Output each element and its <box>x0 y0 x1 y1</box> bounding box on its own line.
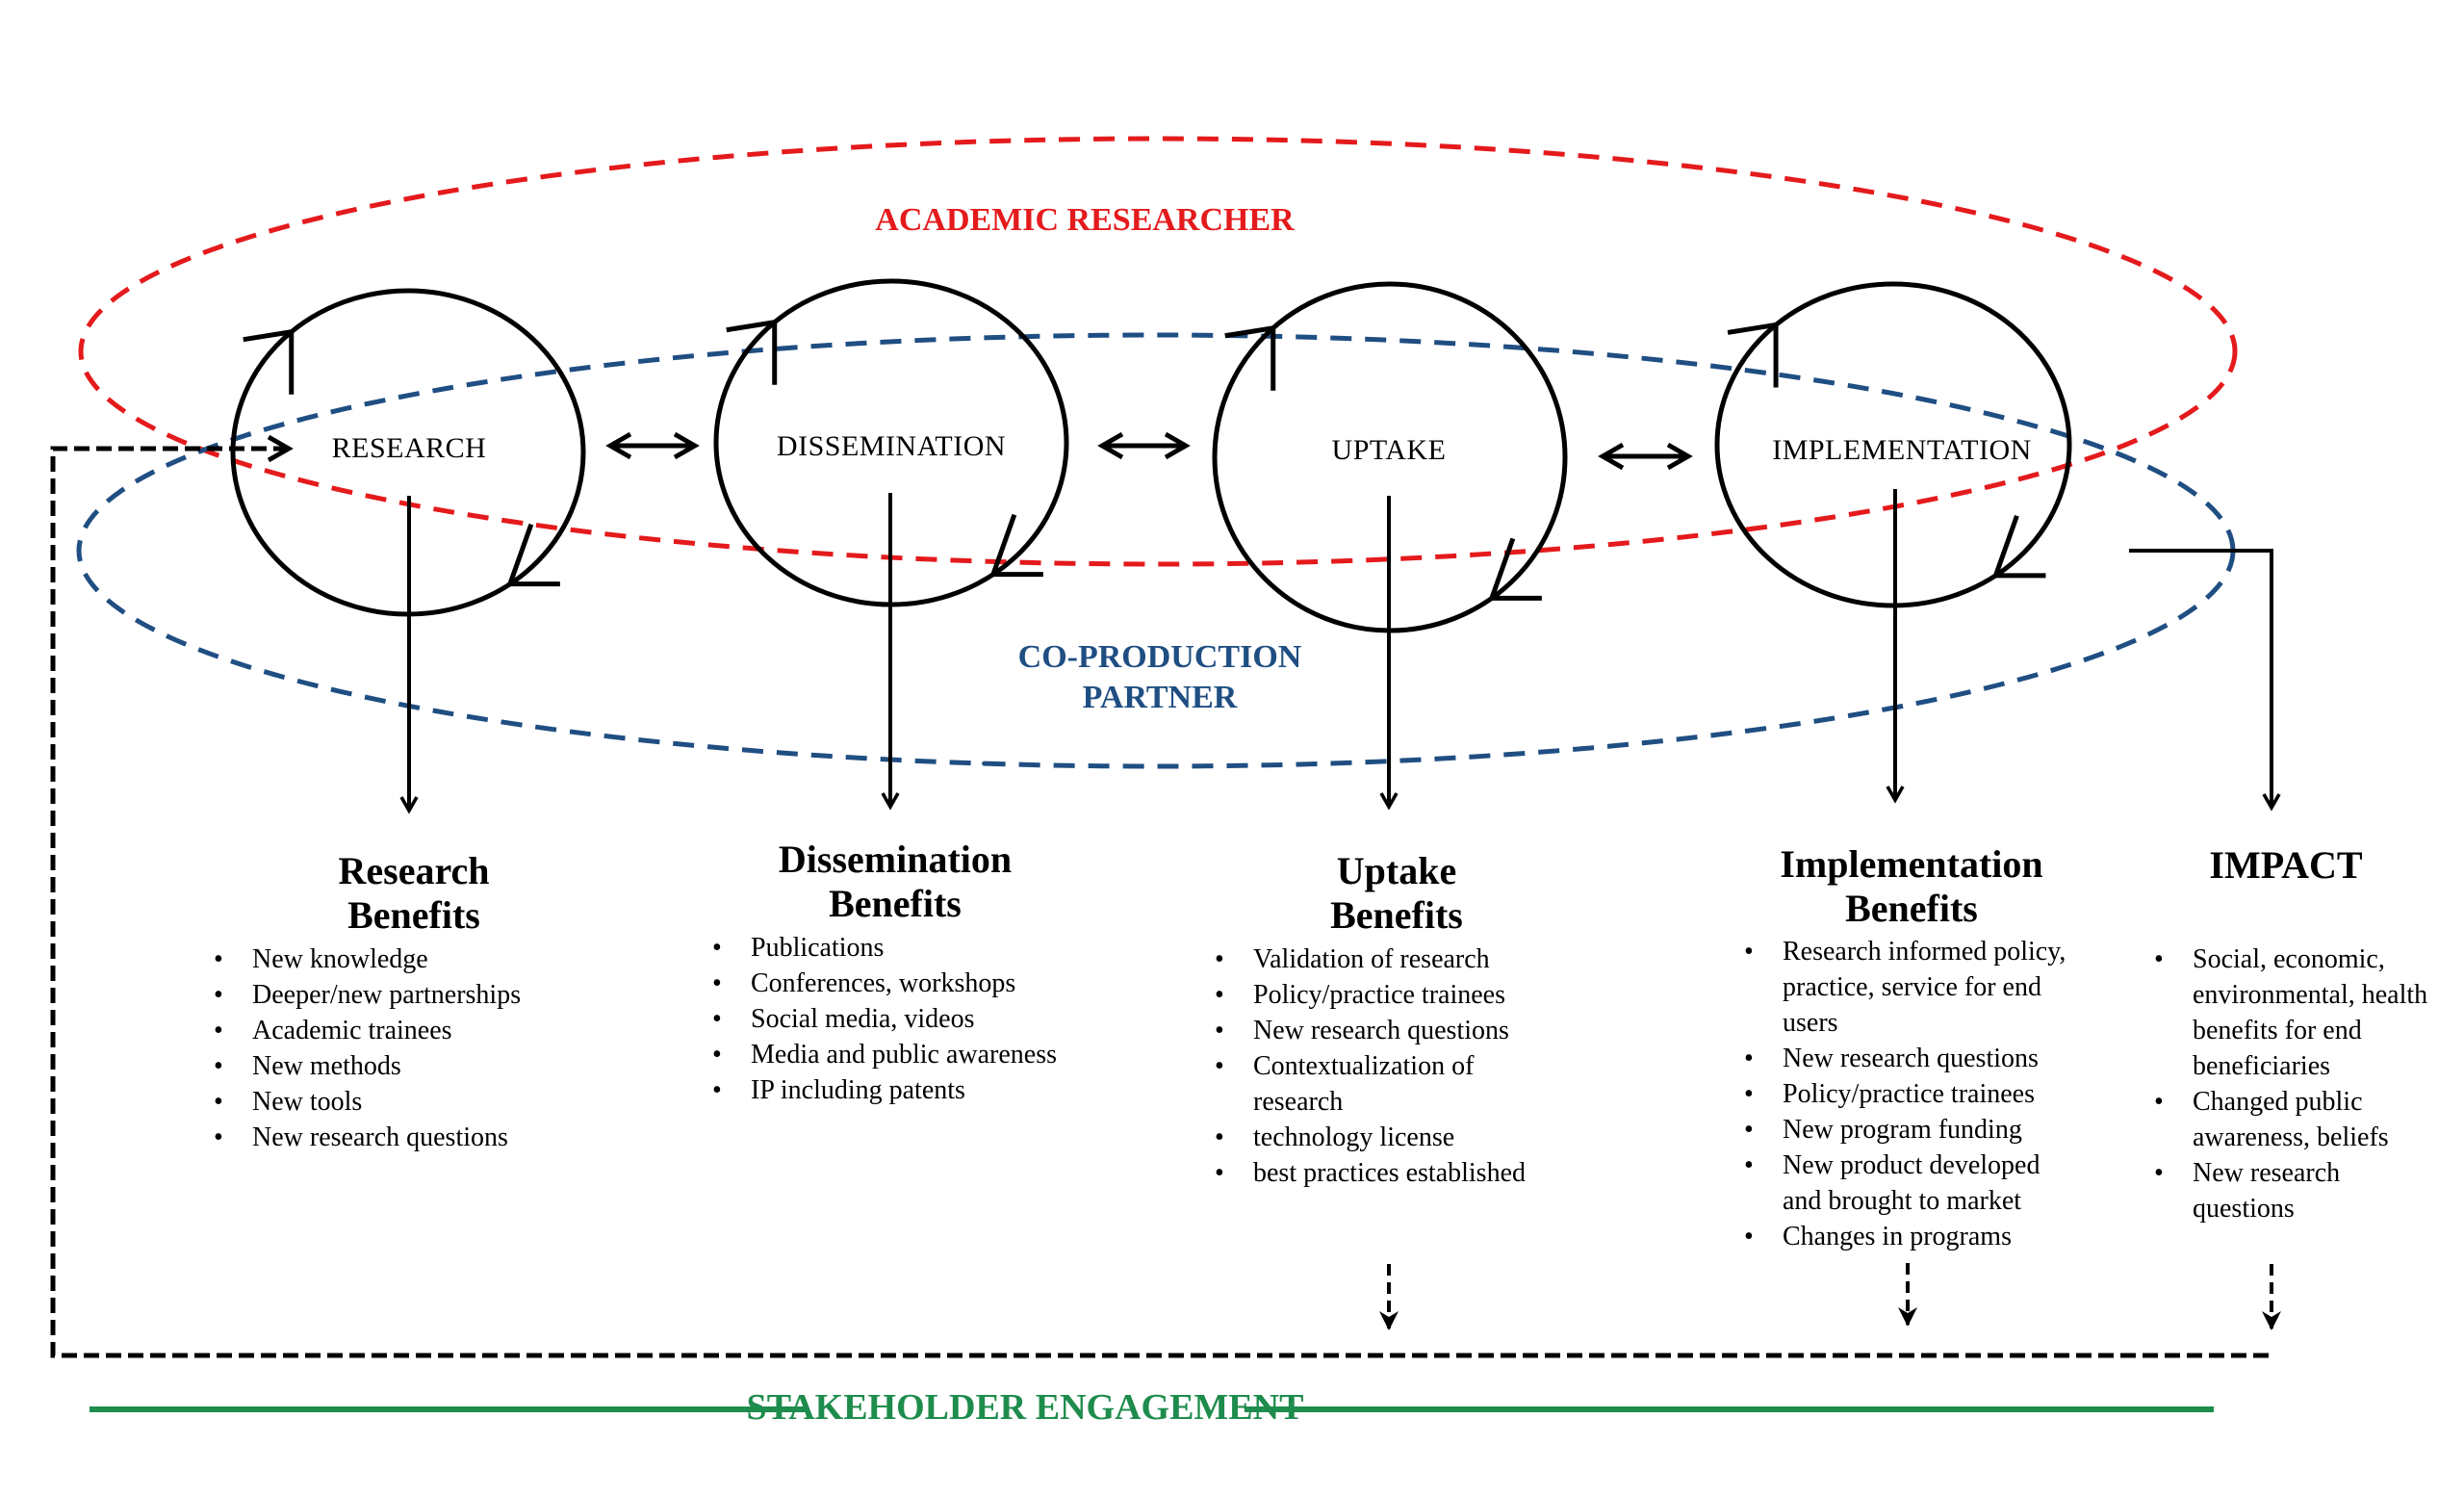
list-item: Deeper/new partnerships <box>214 977 521 1013</box>
uptake-benefits-title: Uptake Benefits <box>1330 849 1463 938</box>
research-benefits-list: New knowledgeDeeper/new partnershipsAcad… <box>214 941 521 1155</box>
list-item: Changes in programs <box>1744 1219 2071 1254</box>
title-line: Research <box>338 849 490 892</box>
arrow-to-impact <box>2129 549 2281 812</box>
cycle-arrowhead-icon <box>1488 537 1542 601</box>
stage-label-implementation: IMPLEMENTATION <box>1772 434 2032 466</box>
list-item: Policy/practice trainees <box>1215 977 1561 1013</box>
uptake-benefits-list: Validation of researchPolicy/practice tr… <box>1215 941 1561 1191</box>
implementation-benefits-list: Research informed policy, practice, serv… <box>1744 934 2071 1254</box>
list-item: Changed public awareness, beliefs <box>2154 1084 2443 1155</box>
list-item: best practices established <box>1215 1155 1561 1191</box>
title-line: Benefits <box>829 882 962 925</box>
list-item: Validation of research <box>1215 941 1561 977</box>
research-benefits-title: Research Benefits <box>339 849 490 938</box>
impact-title: IMPACT <box>2209 843 2362 888</box>
impact-list: Social, economic, environmental, health … <box>2154 941 2443 1226</box>
list-item: Media and public awareness <box>712 1037 1078 1072</box>
stakeholder-engagement-label: STAKEHOLDER ENGAGEMENT <box>746 1387 1304 1428</box>
stage-label-dissemination: DISSEMINATION <box>776 430 1007 462</box>
title-line: Dissemination <box>778 838 1013 881</box>
list-item: technology license <box>1215 1120 1561 1155</box>
title-line: Benefits <box>1330 893 1463 937</box>
list-item: Contextualization of research <box>1215 1048 1561 1120</box>
title-line: Benefits <box>347 893 480 937</box>
list-item: Publications <box>712 930 1078 966</box>
list-item: Research informed policy, practice, serv… <box>1744 934 2071 1041</box>
list-item: Conferences, workshops <box>712 966 1078 1001</box>
cycle-arrowhead-icon <box>1224 324 1276 391</box>
list-item: New research questions <box>214 1120 521 1155</box>
co-production-partner-label: CO-PRODUCTION PARTNER <box>1018 637 1302 718</box>
list-item: New methods <box>214 1048 521 1084</box>
list-item: Academic trainees <box>214 1013 521 1048</box>
title-line: Implementation <box>1780 842 2043 886</box>
list-item: New knowledge <box>214 941 521 977</box>
implementation-benefits-title: Implementation Benefits <box>1780 842 2042 931</box>
list-item: New program funding <box>1744 1112 2071 1148</box>
list-item: New research questions <box>1744 1041 2071 1076</box>
cycle-arrowhead-icon <box>506 523 560 587</box>
list-item: Social, economic, environmental, health … <box>2154 941 2443 1084</box>
feedback-loop-dashed-line <box>50 434 2269 1358</box>
list-item: Policy/practice trainees <box>1744 1076 2071 1112</box>
stage-label-uptake: UPTAKE <box>1331 434 1447 466</box>
title-line: IMPACT <box>2209 843 2363 887</box>
cycle-arrowhead-icon <box>243 328 295 395</box>
cycle-arrowhead-icon <box>1727 322 1779 388</box>
list-item: New research questions <box>2154 1155 2443 1226</box>
list-item: New tools <box>214 1084 521 1120</box>
academic-researcher-ellipse <box>78 136 2238 567</box>
co-production-partner-line1: CO-PRODUCTION <box>1017 639 1302 675</box>
cycle-arrowhead-icon <box>989 513 1043 578</box>
list-item: IP including patents <box>712 1072 1078 1108</box>
title-line: Benefits <box>1845 887 1978 930</box>
dissemination-benefits-list: PublicationsConferences, workshopsSocial… <box>712 930 1078 1108</box>
cycle-arrowhead-icon <box>726 319 778 385</box>
list-item: New product developed and brought to mar… <box>1744 1148 2071 1219</box>
cycle-arrowhead-icon <box>1991 515 2046 579</box>
dissemination-benefits-title: Dissemination Benefits <box>779 838 1012 926</box>
title-line: Uptake <box>1336 849 1457 892</box>
list-item: Social media, videos <box>712 1001 1078 1037</box>
stage-label-research: RESEARCH <box>331 432 487 464</box>
list-item: New research questions <box>1215 1013 1561 1048</box>
academic-researcher-label: ACADEMIC RESEARCHER <box>875 202 1295 238</box>
co-production-partner-line2: PARTNER <box>1082 680 1238 715</box>
